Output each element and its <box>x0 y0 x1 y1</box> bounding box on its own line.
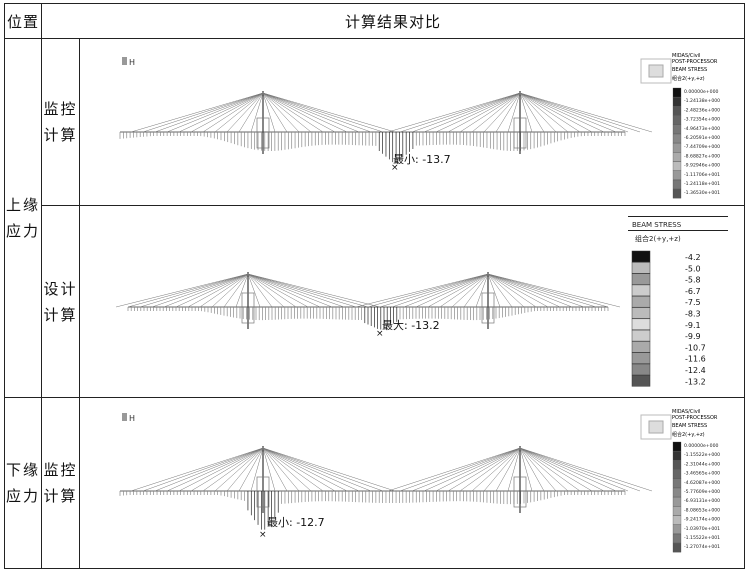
svg-text:-9.24174e+000: -9.24174e+000 <box>684 517 720 523</box>
view-icon: H <box>122 57 135 67</box>
svg-text:-1.24138e+000: -1.24138e+000 <box>684 98 720 104</box>
design-legend: BEAM STRESS 组合2(+y,+z) -4.2 -5.0 -5.8 -6.7 -… <box>628 216 728 387</box>
view-icon: H <box>122 413 135 423</box>
sub-design-calc: 设计计算 <box>43 280 78 324</box>
header-result: 计算结果对比 <box>344 12 441 31</box>
extreme-value-label: 最小: -12.7 <box>267 516 325 529</box>
svg-text:POST-PROCESSOR: POST-PROCESSOR <box>672 415 718 421</box>
svg-text:-8.08653e+000: -8.08653e+000 <box>684 507 720 513</box>
svg-text:-5.8: -5.8 <box>685 276 701 285</box>
svg-text:-7.5: -7.5 <box>685 298 701 307</box>
svg-text:-13.2: -13.2 <box>685 377 706 386</box>
divider <box>5 38 744 39</box>
svg-text:-10.7: -10.7 <box>685 343 706 352</box>
svg-text:-1.11706e+001: -1.11706e+001 <box>684 172 720 178</box>
extreme-value-label: 最大: -13.2 <box>382 318 440 332</box>
svg-text:-9.92946e+000: -9.92946e+000 <box>684 163 720 169</box>
svg-text:-1.15522e+001: -1.15522e+001 <box>684 535 720 541</box>
svg-text:-1.36530e+001: -1.36530e+001 <box>684 190 720 196</box>
svg-text:-2.48236e+000: -2.48236e+000 <box>684 107 720 113</box>
header-position: 位置 <box>6 12 39 31</box>
svg-text:-6.20591e+000: -6.20591e+000 <box>684 135 720 141</box>
svg-text:×: × <box>391 163 399 173</box>
group-lower-stress: 下缘应力 <box>5 461 40 505</box>
svg-text:-4.2: -4.2 <box>685 253 701 262</box>
svg-text:-8.3: -8.3 <box>685 310 701 319</box>
divider <box>79 38 80 568</box>
svg-text:MIDAS/Civil: MIDAS/Civil <box>672 409 700 415</box>
comparison-table: 位置 计算结果对比 上缘应力 下缘应力 监控计算 设计计算 监控计算 H × 最… <box>4 3 745 569</box>
midas-legend: MIDAS/Civil POST-PROCESSOR BEAM STRESS 组… <box>672 409 720 553</box>
svg-text:BEAM STRESS: BEAM STRESS <box>632 221 682 229</box>
svg-text:×: × <box>259 530 267 540</box>
svg-text:-6.93131e+000: -6.93131e+000 <box>684 498 720 504</box>
svg-text:0.00000e+000: 0.00000e+000 <box>684 89 719 95</box>
svg-text:-4.96473e+000: -4.96473e+000 <box>684 126 720 132</box>
orientation-cube-icon <box>640 58 672 84</box>
divider <box>41 205 744 206</box>
svg-text:H: H <box>129 414 135 423</box>
svg-text:组合2(+y,+z): 组合2(+y,+z) <box>672 75 705 82</box>
sub-monitor-calc-2: 监控计算 <box>43 461 78 505</box>
divider <box>5 397 744 398</box>
stress-diagram-lower-monitor: H × 最小: -12.7 MIDAS/Civil POST-PROCESSOR… <box>119 409 720 553</box>
sub-monitor-calc-1: 监控计算 <box>43 100 78 144</box>
divider <box>41 4 42 568</box>
bridge-model: × <box>119 446 653 540</box>
svg-text:BEAM STRESS: BEAM STRESS <box>672 423 707 429</box>
svg-text:组合2(+y,+z): 组合2(+y,+z) <box>635 234 681 243</box>
svg-text:-2.31044e+000: -2.31044e+000 <box>684 461 720 467</box>
svg-text:-1.15522e+000: -1.15522e+000 <box>684 452 720 458</box>
svg-text:-1.24118e+001: -1.24118e+001 <box>684 181 720 187</box>
svg-text:-11.6: -11.6 <box>685 355 706 364</box>
svg-text:×: × <box>376 329 384 339</box>
extreme-value-label: 最小: -13.7 <box>393 153 451 166</box>
svg-text:-3.72354e+000: -3.72354e+000 <box>684 117 720 123</box>
bridge-model: × <box>119 91 653 173</box>
svg-text:-1.27074e+001: -1.27074e+001 <box>684 544 720 550</box>
svg-text:-1.03970e+001: -1.03970e+001 <box>684 526 720 532</box>
svg-text:-5.0: -5.0 <box>685 264 701 273</box>
svg-text:组合2(+y,+z): 组合2(+y,+z) <box>672 431 705 438</box>
svg-text:-5.77609e+000: -5.77609e+000 <box>684 489 720 495</box>
svg-text:-7.44709e+000: -7.44709e+000 <box>684 144 720 150</box>
group-upper-stress: 上缘应力 <box>5 196 40 240</box>
orientation-cube-icon <box>640 414 672 440</box>
midas-legend: MIDAS/Civil POST-PROCESSOR BEAM STRESS 组… <box>672 53 720 199</box>
stress-diagram-upper-monitor: H × 最小: -13.7 MIDAS/Civil POST-PROCESSOR… <box>119 53 720 199</box>
svg-text:H: H <box>129 58 135 67</box>
svg-text:0.00000e+000: 0.00000e+000 <box>684 443 719 449</box>
stress-diagram-upper-design: × 最大: -13.2 BEAM STRESS 组合2(+y,+z) -4.2 -… <box>115 216 728 387</box>
svg-text:-8.68827e+000: -8.68827e+000 <box>684 153 720 159</box>
svg-text:-12.4: -12.4 <box>685 366 706 375</box>
bridge-model: × <box>115 272 621 339</box>
svg-text:-9.9: -9.9 <box>685 332 701 341</box>
svg-text:BEAM STRESS: BEAM STRESS <box>672 67 707 73</box>
svg-text:-9.1: -9.1 <box>685 321 701 330</box>
svg-text:-3.46565e+000: -3.46565e+000 <box>684 471 720 477</box>
svg-text:POST-PROCESSOR: POST-PROCESSOR <box>672 59 718 65</box>
svg-text:-6.7: -6.7 <box>685 287 701 296</box>
svg-text:-4.62087e+000: -4.62087e+000 <box>684 480 720 486</box>
svg-text:MIDAS/Civil: MIDAS/Civil <box>672 53 700 59</box>
